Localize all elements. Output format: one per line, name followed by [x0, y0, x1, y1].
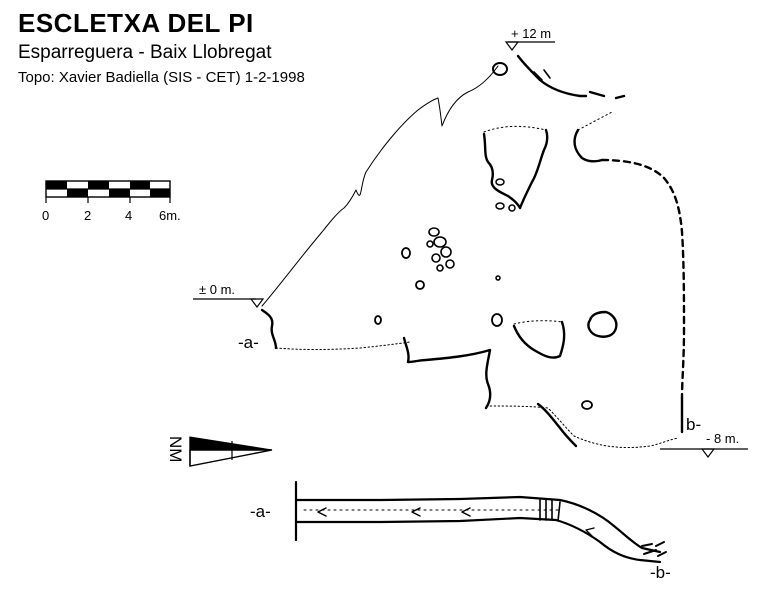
scale-bar: 0 2 4 6m.	[42, 180, 181, 223]
plan-wall-upper-b	[588, 90, 606, 98]
map-title: ESCLETXA DEL PI	[18, 8, 254, 38]
plan-wall-right	[573, 128, 604, 163]
boulder	[492, 62, 508, 76]
scale-segment-black-5	[109, 189, 130, 197]
scale-tick-label: 0	[42, 208, 49, 223]
boulder	[581, 400, 593, 410]
boulder-cluster	[426, 227, 455, 272]
profile-floor	[294, 516, 662, 564]
scale-segment-black-2	[88, 181, 109, 189]
boulder	[415, 280, 425, 290]
scale-tick-label: 6m.	[159, 208, 181, 223]
boulder	[491, 313, 503, 327]
plan-wall-step	[402, 336, 492, 410]
scale-segment-black-6	[150, 189, 170, 197]
plan-boulder-island	[512, 320, 566, 359]
depth-label-top: + 12 m	[511, 26, 551, 41]
north-arrow-label: NM	[166, 436, 185, 462]
plan-view	[260, 54, 686, 449]
scale-tick-label: 2	[84, 208, 91, 223]
plan-pillar-central	[482, 128, 549, 210]
section-marker-a-plan: -a-	[238, 333, 259, 352]
scale-tick-label: 4	[125, 208, 132, 223]
profile-ceiling	[294, 495, 662, 554]
depth-marker-bottom: - 8 m.	[660, 431, 748, 458]
scale-segment-black-1	[46, 181, 67, 189]
section-marker-b-plan: b-	[686, 415, 701, 434]
scale-segment-black-3	[130, 181, 150, 189]
plan-boulder-island	[587, 310, 618, 338]
plan-floor-rubble	[275, 341, 411, 350]
boulder	[495, 275, 501, 281]
section-marker-b-profile: -b-	[650, 563, 671, 582]
depth-marker-entrance: ± 0 m.	[193, 282, 265, 308]
survey-credit: Topo: Xavier Badiella (SIS - CET) 1-2-19…	[18, 69, 305, 86]
north-arrow: NM	[166, 436, 273, 467]
depth-label-entrance: ± 0 m.	[199, 282, 235, 297]
depth-label-bottom: - 8 m.	[706, 431, 739, 446]
plan-wall-unsurveyed	[600, 158, 686, 400]
profile-view	[294, 480, 667, 564]
location-subtitle: Esparreguera - Baix Llobregat	[18, 42, 272, 63]
plan-wall-upper-c	[614, 94, 626, 100]
boulder	[374, 315, 382, 325]
scale-segment-black-4	[67, 189, 88, 197]
north-arrow-head-white	[189, 449, 273, 467]
boulder	[401, 247, 411, 259]
depth-marker-top: + 12 m	[504, 26, 555, 51]
plan-outer-contour	[261, 65, 499, 307]
north-arrow-head-black	[189, 436, 273, 451]
plan-wall-entrance	[260, 308, 278, 350]
plan-wall-upper	[516, 54, 588, 98]
section-marker-a-profile: -a-	[250, 502, 271, 521]
